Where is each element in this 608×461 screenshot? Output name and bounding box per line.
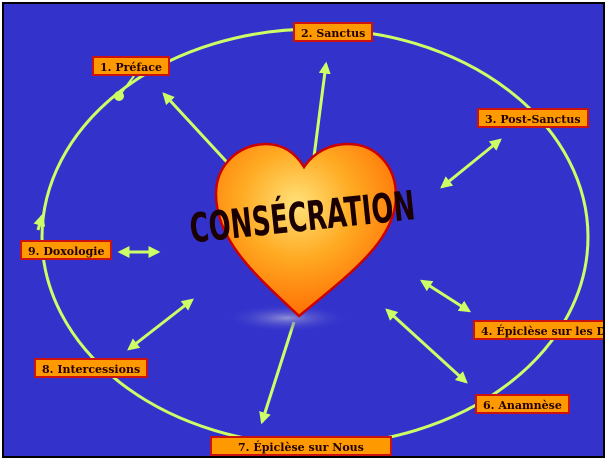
cycle-arrowhead bbox=[33, 213, 46, 231]
step-title: Post-Sanctus bbox=[500, 113, 581, 126]
radial-arrows bbox=[117, 61, 502, 425]
heart-shadow bbox=[225, 304, 349, 332]
step-label-intercessions: 8. Intercessions bbox=[34, 358, 149, 378]
step-label-post-sanctus: 3. Post-Sanctus bbox=[477, 108, 589, 128]
step-number: 6. bbox=[483, 399, 495, 412]
step-number: 3. bbox=[485, 113, 497, 126]
step-title: Préface bbox=[115, 61, 162, 74]
step-label-doxologie: 9. Doxologie bbox=[20, 240, 113, 260]
arrow-epiclese-dons bbox=[419, 279, 472, 313]
arrow-intercessions bbox=[127, 298, 194, 351]
arrow-post-sanctus bbox=[440, 138, 502, 189]
step-label-epiclese-dons: 4. Épiclèse sur les Dons bbox=[473, 320, 603, 340]
step-label-preface: 1. Préface bbox=[92, 56, 170, 76]
step-number: 1. bbox=[100, 61, 112, 74]
heart-shape bbox=[214, 142, 398, 318]
step-title: Épiclèse sur les Dons bbox=[496, 325, 603, 338]
step-title: Épiclèse sur Nous bbox=[253, 441, 364, 454]
step-number: 2. bbox=[301, 27, 313, 40]
eucharistic-prayer-diagram: CONSÉCRATION bbox=[33, 27, 590, 447]
step-label-sanctus: 2. Sanctus bbox=[293, 22, 374, 42]
step-title: Doxologie bbox=[43, 245, 105, 258]
arrow-preface bbox=[162, 92, 238, 174]
step-label-anamnese: 6. Anamnèse bbox=[475, 394, 570, 414]
step-title: Sanctus bbox=[316, 27, 366, 40]
step-number: 9. bbox=[28, 245, 40, 258]
step-number: 4. bbox=[481, 325, 493, 338]
step-title: Anamnèse bbox=[498, 399, 562, 412]
step-number: 7. bbox=[238, 441, 250, 454]
arrow-anamnese bbox=[385, 308, 468, 384]
arrow-epiclese-nous bbox=[259, 321, 296, 425]
step-number: 8. bbox=[42, 363, 54, 376]
start-dot-connector bbox=[118, 75, 135, 97]
step-label-epiclese-nous: 7. Épiclèse sur Nous bbox=[210, 436, 392, 456]
step-title: Intercessions bbox=[57, 363, 141, 376]
